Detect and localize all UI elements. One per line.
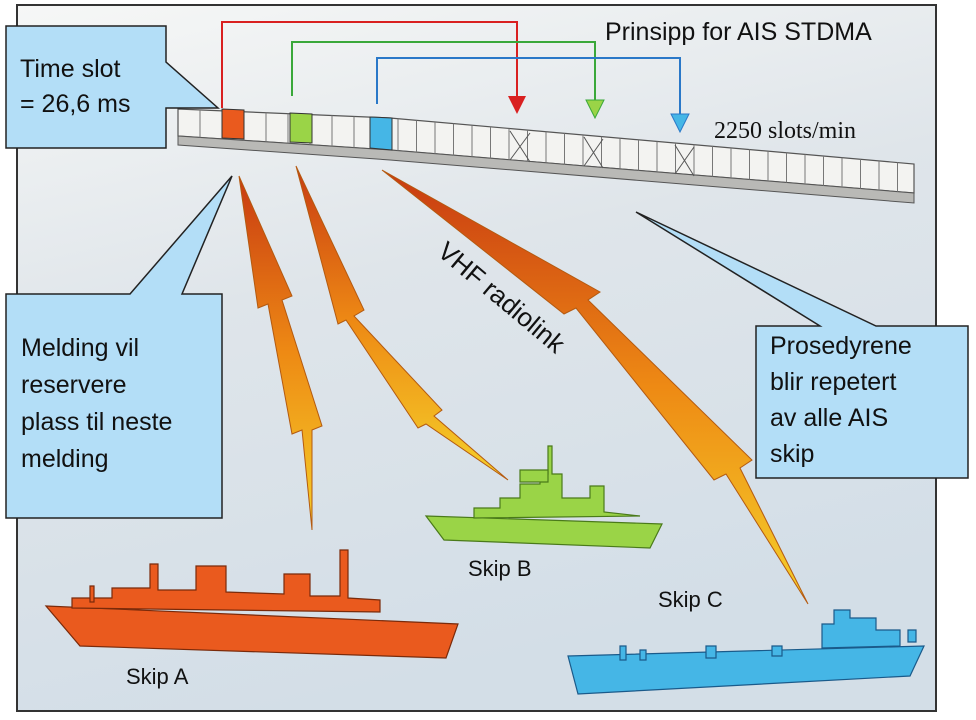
callout-melding-line: reservere bbox=[21, 371, 127, 399]
reserved-slot-b bbox=[583, 136, 604, 169]
callout-melding-line: melding bbox=[21, 445, 109, 473]
callout-time-slot-line: Time slot bbox=[20, 55, 121, 83]
callout-prosedyrene-line: skip bbox=[770, 440, 814, 468]
ship-b bbox=[424, 445, 663, 549]
callout-prosedyrene-line: av alle AIS bbox=[770, 404, 888, 432]
ship-c-label: Skip C bbox=[658, 587, 723, 612]
reserved-slot-a bbox=[509, 130, 531, 163]
slot-strip bbox=[177, 108, 915, 204]
diagram-title: Prinsipp for AIS STDMA bbox=[605, 18, 872, 46]
callout-prosedyrene-line: blir repetert bbox=[770, 368, 896, 396]
ship-a-label: Skip A bbox=[126, 664, 189, 689]
radio-bolt-ship-c bbox=[381, 169, 809, 605]
radio-bolt-ship-b bbox=[295, 165, 509, 481]
callout-time-slot-text: Time slot = 26,6 ms bbox=[20, 55, 130, 118]
callout-melding bbox=[5, 175, 233, 519]
callout-melding-text: Melding vil reservere plass til neste me… bbox=[21, 334, 179, 473]
ship-b-label: Skip B bbox=[468, 556, 532, 581]
callout-melding-line: plass til neste bbox=[21, 408, 172, 436]
ship-c bbox=[567, 609, 925, 695]
slot-ship-b bbox=[289, 112, 313, 144]
slots-per-minute-label: 2250 slots/min bbox=[714, 118, 856, 144]
callout-time-slot bbox=[5, 25, 220, 149]
callout-prosedyrene bbox=[635, 211, 969, 479]
callout-prosedyrene-text: Prosedyrene blir repetert av alle AIS sk… bbox=[770, 332, 919, 468]
ship-a bbox=[44, 549, 459, 659]
reservation-arrow-b bbox=[291, 41, 605, 120]
slot-ship-a bbox=[221, 108, 245, 140]
callout-time-slot-line: = 26,6 ms bbox=[20, 90, 130, 118]
reservation-arrow-c bbox=[376, 57, 690, 134]
slot-ship-c bbox=[369, 116, 393, 151]
callout-melding-line: Melding vil bbox=[21, 334, 139, 362]
callout-prosedyrene-line: Prosedyrene bbox=[770, 332, 912, 360]
reserved-slot-c bbox=[674, 144, 695, 177]
radio-bolt-ship-a bbox=[238, 175, 323, 531]
